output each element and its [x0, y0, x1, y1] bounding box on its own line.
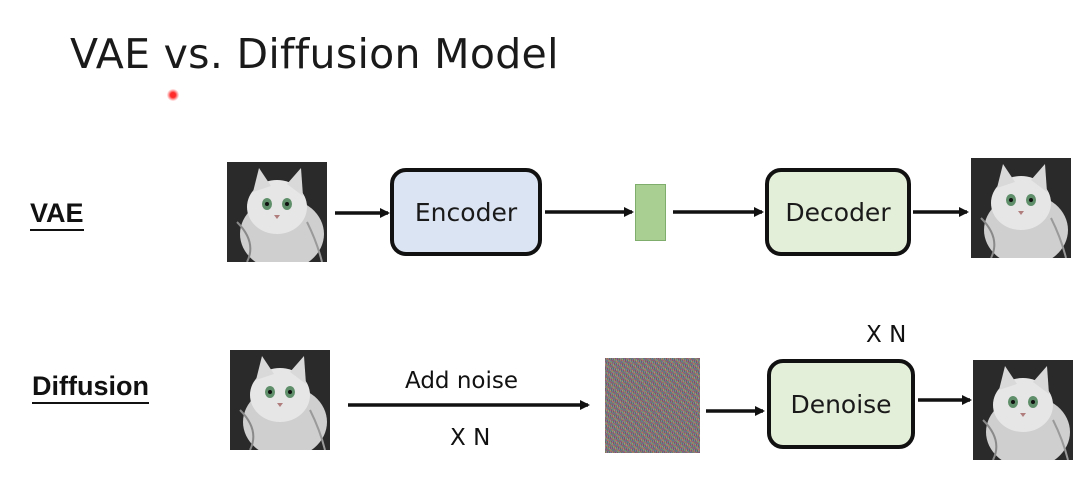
latent-vector [635, 184, 666, 241]
decoder-label: Decoder [785, 197, 891, 227]
laser-pointer-icon [167, 89, 179, 101]
noise-image [605, 358, 700, 453]
vae-row-label: VAE [30, 200, 84, 231]
denoise-box: Denoise [767, 359, 915, 449]
encoder-box: Encoder [390, 168, 542, 256]
decoder-box: Decoder [765, 168, 911, 256]
slide-title: VAE vs. Diffusion Model [70, 30, 559, 78]
vae-input-cat-image [227, 162, 327, 262]
diffusion-output-cat-image [973, 360, 1073, 460]
denoise-label: Denoise [790, 389, 892, 419]
add-noise-label: Add noise [405, 368, 519, 394]
add-noise-repeat-label: X N [450, 425, 491, 451]
encoder-label: Encoder [414, 197, 518, 227]
denoise-repeat-label: X N [866, 322, 907, 348]
diffusion-row-label: Diffusion [32, 373, 149, 404]
vae-output-cat-image [971, 158, 1071, 258]
diffusion-input-cat-image [230, 350, 330, 450]
